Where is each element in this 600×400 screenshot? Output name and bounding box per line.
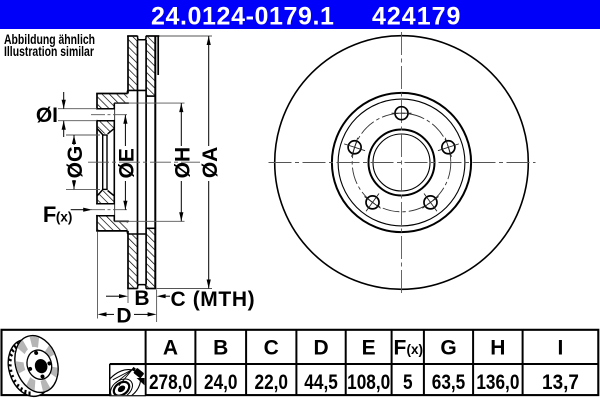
svg-text:F: F xyxy=(394,337,407,360)
svg-text:24.0124-0179.1: 24.0124-0179.1 xyxy=(151,2,335,30)
svg-text:ØI: ØI xyxy=(36,104,58,127)
svg-text:ØH: ØH xyxy=(172,147,195,179)
svg-text:ØE: ØE xyxy=(116,148,139,178)
svg-text:I: I xyxy=(558,337,564,360)
svg-text:(x): (x) xyxy=(407,342,424,357)
svg-text:278,0: 278,0 xyxy=(149,371,192,394)
svg-text:E: E xyxy=(362,337,376,360)
svg-text:24,0: 24,0 xyxy=(204,371,238,394)
svg-text:22,0: 22,0 xyxy=(254,371,288,394)
svg-text:108,0: 108,0 xyxy=(347,371,390,394)
svg-text:D: D xyxy=(313,337,328,360)
svg-text:13,7: 13,7 xyxy=(542,371,579,394)
svg-text:44,5: 44,5 xyxy=(304,371,338,394)
svg-text:F: F xyxy=(43,202,56,227)
svg-text:C (MTH): C (MTH) xyxy=(171,288,256,311)
svg-text:ØA: ØA xyxy=(199,147,222,179)
svg-text:Abbildung ähnlich: Abbildung ähnlich xyxy=(4,32,95,48)
svg-text:Illustration similar: Illustration similar xyxy=(4,44,94,60)
svg-text:A: A xyxy=(163,337,178,360)
svg-text:ØG: ØG xyxy=(64,146,87,179)
svg-text:B: B xyxy=(134,287,149,310)
svg-text:(x): (x) xyxy=(56,210,73,225)
svg-text:G: G xyxy=(440,337,456,360)
svg-text:B: B xyxy=(213,337,228,360)
svg-text:D: D xyxy=(116,304,131,327)
svg-text:136,0: 136,0 xyxy=(476,371,519,394)
svg-text:H: H xyxy=(490,337,505,360)
svg-text:5: 5 xyxy=(403,371,413,394)
svg-text:424179: 424179 xyxy=(372,2,461,30)
svg-text:C: C xyxy=(264,337,279,360)
svg-text:63,5: 63,5 xyxy=(432,371,466,394)
